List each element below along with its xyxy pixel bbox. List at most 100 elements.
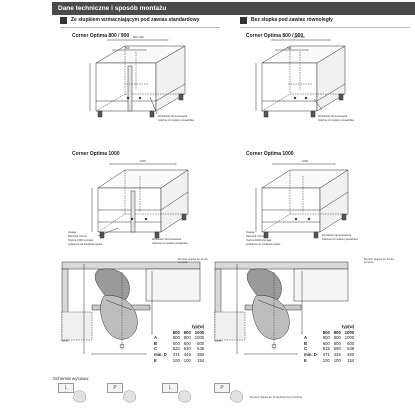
table-cell: 600	[172, 340, 180, 346]
table-cell: 800	[172, 335, 180, 341]
pullout-schematic-label: Schemat wysuwu:	[53, 376, 90, 381]
table-column-header: 1000	[194, 329, 205, 335]
table-cell: 100	[322, 357, 330, 363]
table-row-label: C	[304, 346, 308, 352]
pullout-schematic-shapes	[72, 390, 243, 403]
table-unit: typ(w)	[341, 324, 355, 329]
dim-top-left-width: 800 / 900	[133, 35, 144, 39]
table-cell: 530	[183, 346, 191, 352]
table-cell: 900	[183, 335, 191, 341]
note-top-right-1: Wysokość zamontowania	[318, 114, 348, 118]
table-cell: 600	[197, 340, 205, 346]
table-cell: 445	[333, 351, 341, 357]
caption-left-plan: Montaż słupka do frontu korpusu	[178, 257, 208, 265]
table-cell: 600	[322, 340, 330, 346]
left-column-heading-text: Ze słupkiem wzmacniającym pod zawias sta…	[71, 17, 200, 23]
note-mid-right-1: Uwaga:	[246, 230, 255, 234]
table-row-label: E	[154, 357, 157, 363]
dim-top-right-inner: 500	[287, 46, 292, 50]
right-divider	[240, 27, 410, 28]
table-cell: 445	[183, 351, 191, 357]
left-divider	[60, 27, 220, 28]
table-row-label: C	[154, 346, 158, 352]
table-cell: 360	[197, 351, 205, 357]
schematic-l-1: L	[58, 383, 74, 393]
note-mid-right-height-1: Wysokość zamontowania	[322, 233, 352, 237]
dim-top-right-width: 800 / 900	[294, 35, 305, 39]
table-cell: 471	[172, 351, 180, 357]
note-mid-left-height-1: Wysokość zamontowania	[152, 237, 182, 241]
section-header: Dane techniczne i sposób montażu	[52, 2, 415, 15]
table-cell: 100	[183, 357, 191, 363]
left-column-heading: Ze słupkiem wzmacniającym pod zawias sta…	[60, 15, 199, 26]
panel-title-top-right: Corner Optima 800 / 900	[246, 33, 304, 39]
schematic-p-1: P	[107, 383, 123, 393]
panel-title-mid-right: Corner Optima 1000	[246, 151, 294, 157]
table-cell: 100	[333, 357, 341, 363]
table-row-label: B	[154, 340, 158, 346]
note-top-right-2: zależna od modelu prowadnika	[318, 118, 354, 122]
table-row-label: A	[304, 335, 308, 341]
table-cell: 800	[322, 335, 330, 341]
table-cell: 580	[333, 346, 341, 352]
table-column-header: 900	[183, 329, 191, 335]
caption-left-plan-line1: Montaż słupka do frontu	[178, 257, 208, 261]
caption-right-plan: Montaż słupka do frontu korpusu	[364, 257, 394, 265]
panel-title-mid-left: Corner Optima 1000	[72, 151, 120, 157]
note-mid-right-3: Optima 1000 wymaga	[246, 238, 272, 242]
table-cell: 1000	[344, 335, 355, 341]
caption-left-plan-line2: korpusu	[178, 260, 188, 265]
note-mid-right-2: Narożnik Corner	[246, 234, 265, 238]
table-cell: 545	[197, 346, 205, 352]
table-cell: 471	[322, 351, 330, 357]
table-row-label: E	[304, 357, 307, 363]
caption-right-plan-line2: korpusu	[364, 260, 374, 265]
cabinet-drawing-mid-left	[91, 163, 189, 239]
table-unit: typ(w)	[191, 324, 205, 329]
table-cell: 600	[347, 340, 355, 346]
table-cell: 154	[347, 357, 355, 363]
table-cell: 600	[183, 340, 191, 346]
table-cell: 360	[347, 351, 355, 357]
note-mid-right-height-2: zależna od modelu prowadnika	[322, 237, 358, 241]
table-unit-row: typ(w)	[302, 324, 356, 330]
table-cell: 600	[333, 340, 341, 346]
table-unit-row: typ(w)	[152, 324, 206, 330]
table-column-header: 800	[322, 329, 330, 335]
table-column-header: 900	[333, 329, 341, 335]
table-cell: 515	[322, 346, 330, 352]
note-top-left-1: Wysokość zamontowania	[158, 114, 188, 118]
schematic-p-2: P	[214, 383, 230, 393]
cabinet-drawing-top-left	[89, 39, 186, 118]
table-row-label: min. D	[154, 351, 167, 357]
table-cell: 548	[347, 346, 355, 352]
note-mid-left-3: Optima 1000 wymaga	[68, 238, 94, 242]
square-bullet-icon	[60, 17, 67, 24]
dim-top-left-inner: 500	[125, 46, 130, 50]
note-mid-left-1: Uwaga:	[68, 230, 77, 234]
right-column-heading-text: Bez słupka pod zawias równoległy	[251, 17, 333, 23]
note-mid-left-4: podparcia na środkowej półce	[68, 242, 103, 246]
plan-view-right	[214, 261, 349, 355]
plan-view-left	[61, 261, 201, 355]
table-column-header: 1000	[344, 329, 355, 335]
table-row-label: min. D	[304, 351, 317, 357]
table-cell: 1000	[194, 335, 205, 341]
note-mid-right-4: podparcia na środkowej półce	[246, 242, 281, 246]
cabinet-drawing-mid-right	[255, 163, 349, 239]
panel-title-top-left: Corner Optima 800 / 900	[72, 33, 130, 39]
table-row-label: A	[154, 335, 158, 341]
footer-note: Montaż słupka do frontu/korpusu przednia	[250, 395, 303, 399]
